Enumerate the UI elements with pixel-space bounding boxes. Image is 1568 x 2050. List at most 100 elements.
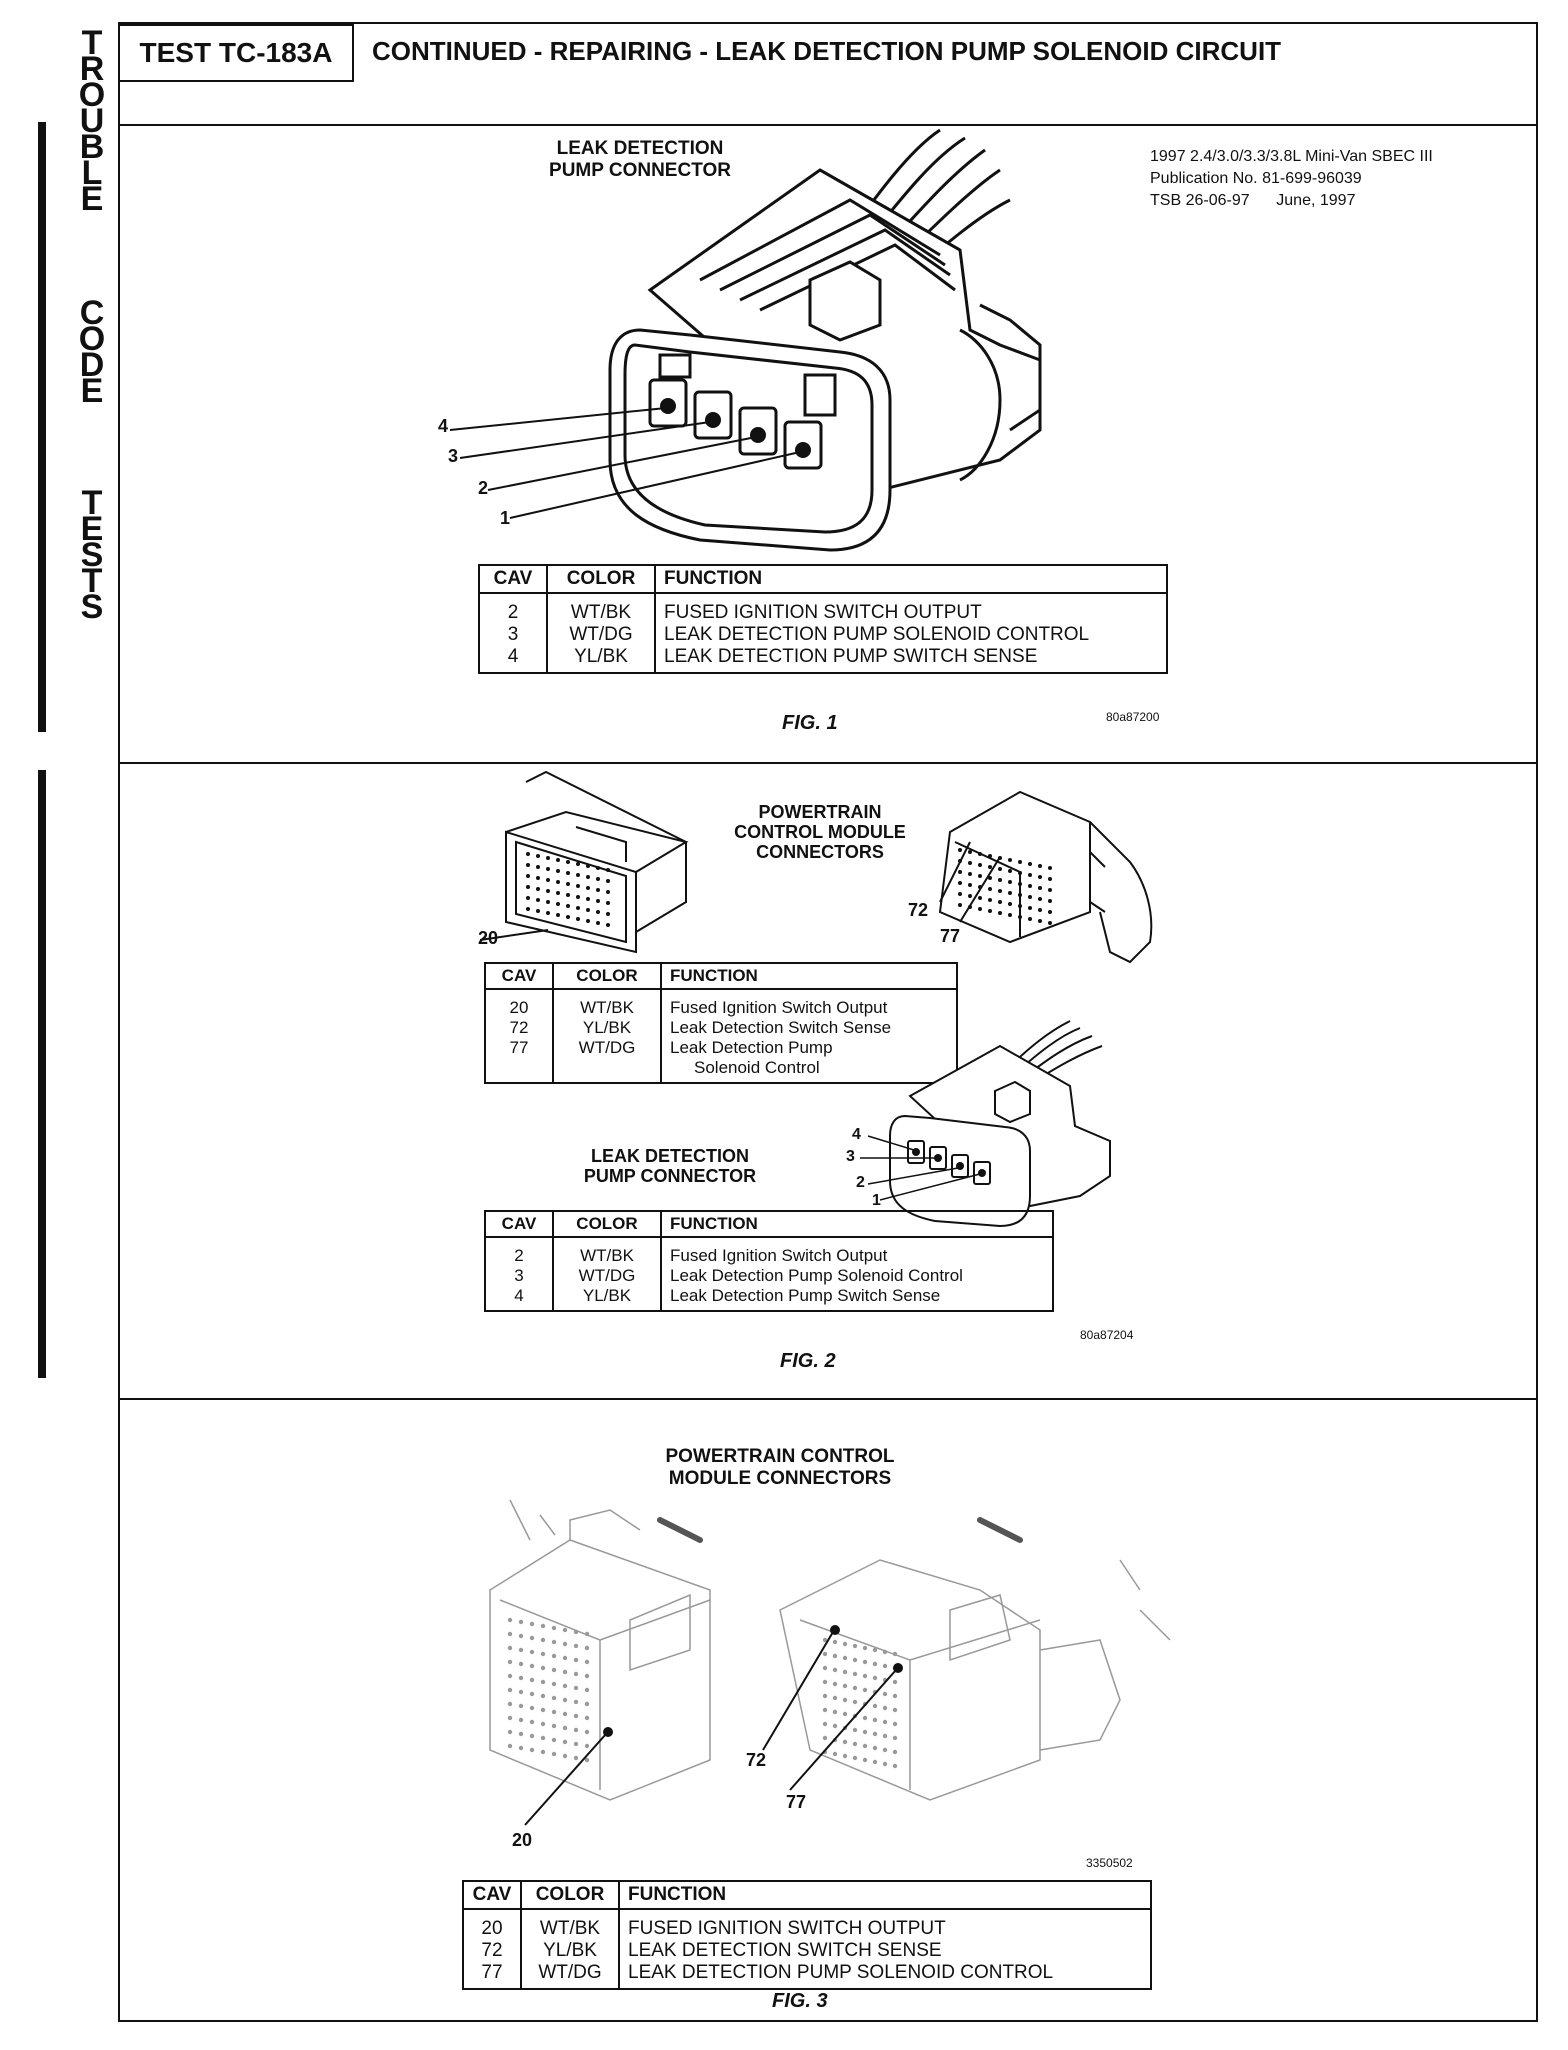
cavity-dot: [596, 899, 600, 903]
cavity-dot: [852, 1755, 858, 1761]
color-cell: WT/DG: [552, 1038, 662, 1058]
color-cell: YL/BK: [546, 646, 656, 673]
fig2-label: FIG. 2: [780, 1350, 836, 1372]
cavity-dot: [562, 1711, 568, 1717]
cavity-dot: [862, 1645, 868, 1651]
function-cell: Leak Detection Pump: [660, 1038, 958, 1058]
cavity-dot: [882, 1747, 888, 1753]
side-bar-bottom: [38, 770, 46, 1378]
cavity-dot: [586, 864, 590, 868]
cavity-dot: [1038, 919, 1042, 923]
cavity-dot: [518, 1647, 524, 1653]
pcm-connectors-drawing: [489, 1499, 1171, 1826]
cavity-dot: [596, 888, 600, 892]
table-header: CAV: [484, 962, 554, 990]
cavity-dot: [546, 911, 550, 915]
side-title-letter: O: [78, 320, 106, 358]
fig3-pin-label: 72: [746, 1750, 767, 1770]
table-header: COLOR: [552, 1210, 662, 1238]
cavity-dot: [872, 1759, 878, 1765]
cavity-dot: [529, 1663, 535, 1669]
cavity-dot: [576, 862, 580, 866]
cavity-dot: [988, 887, 992, 891]
table-row: 3 WT/DG Leak Detection Pump Solenoid Con…: [484, 1266, 1054, 1286]
cavity-dot: [556, 858, 560, 862]
cavity-dot: [892, 1735, 898, 1741]
cavity-dot: [988, 865, 992, 869]
cavity-dot: [862, 1757, 868, 1763]
cavity-dot: [882, 1705, 888, 1711]
cav-cell: 3: [478, 624, 548, 646]
fig3-pin-label: 77: [786, 1792, 807, 1812]
table-row: 77 WT/DG LEAK DETECTION PUMP SOLENOID CO…: [462, 1962, 1152, 1989]
cavity-dot: [562, 1739, 568, 1745]
cavity-dot: [606, 879, 610, 883]
cavity-dot: [822, 1693, 828, 1699]
page-title: CONTINUED - REPAIRING - LEAK DETECTION P…: [372, 36, 1282, 66]
cav-cell: 20: [462, 1909, 522, 1940]
table-row: 4 YL/BK LEAK DETECTION PUMP SWITCH SENSE: [478, 646, 1168, 673]
cavity-dot: [988, 898, 992, 902]
cavity-dot: [842, 1683, 848, 1689]
table-header: FUNCTION: [618, 1880, 1152, 1910]
table-row: 20 WT/BK Fused Ignition Switch Output: [484, 989, 958, 1018]
side-title-letter: E: [80, 510, 104, 548]
cavity-dot: [526, 874, 530, 878]
fig2-ldp-caption-line: PUMP CONNECTOR: [583, 1166, 757, 1186]
cavity-dot: [1018, 860, 1022, 864]
fig1-table: CAV COLOR FUNCTION 2 WT/BK FUSED IGNITIO…: [478, 564, 1168, 674]
function-cell: Fused Ignition Switch Output: [660, 989, 958, 1018]
cavity-dot: [584, 1673, 590, 1679]
cavity-dot: [584, 1701, 590, 1707]
cavity-dot: [852, 1643, 858, 1649]
cavity-dot: [842, 1641, 848, 1647]
cavity-dot: [540, 1623, 546, 1629]
cavity-dot: [1038, 875, 1042, 879]
color-cell: YL/BK: [552, 1018, 662, 1038]
cavity-dot: [892, 1707, 898, 1713]
cavity-dot: [892, 1763, 898, 1769]
cavity-dot: [1008, 869, 1012, 873]
cavity-dot: [988, 909, 992, 913]
cavity-dot: [1018, 915, 1022, 919]
cavity-dot: [1008, 858, 1012, 862]
cavity-dot: [507, 1701, 513, 1707]
cavity-dot: [556, 913, 560, 917]
table-row: 72 YL/BK LEAK DETECTION SWITCH SENSE: [462, 1940, 1152, 1962]
cavity-dot: [576, 884, 580, 888]
cavity-dot: [998, 900, 1002, 904]
cavity-dot: [507, 1729, 513, 1735]
function-cell: Leak Detection Switch Sense: [660, 1018, 958, 1038]
cavity-dot: [507, 1715, 513, 1721]
cavity-dot: [968, 883, 972, 887]
cavity-dot: [596, 877, 600, 881]
cavity-dot: [1008, 902, 1012, 906]
cavity-dot: [562, 1683, 568, 1689]
cavity-dot: [576, 895, 580, 899]
cavity-dot: [536, 865, 540, 869]
cav-cell: 72: [484, 1018, 554, 1038]
cavity-dot: [518, 1745, 524, 1751]
fig1-pin-label: 3: [448, 446, 459, 466]
cavity-dot: [822, 1707, 828, 1713]
fig3-pin-label: 20: [512, 1830, 533, 1850]
fig1-pin-label: 1: [500, 508, 511, 528]
table-row: 3 WT/DG LEAK DETECTION PUMP SOLENOID CON…: [478, 624, 1168, 646]
cavity-dot: [892, 1679, 898, 1685]
fig2-pcm-pin-label: 77: [940, 926, 961, 946]
cavity-dot: [958, 881, 962, 885]
cavity-dot: [1028, 884, 1032, 888]
cavity-dot: [822, 1735, 828, 1741]
fig2-ldp-caption: LEAK DETECTION PUMP CONNECTOR: [550, 1146, 790, 1186]
side-title-letter: D: [79, 346, 105, 384]
cavity-dot: [862, 1729, 868, 1735]
cavity-dot: [998, 911, 1002, 915]
cavity-dot: [968, 894, 972, 898]
cavity-dot: [573, 1713, 579, 1719]
fig1-caption-line: LEAK DETECTION: [556, 138, 724, 159]
cavity-dot: [1028, 895, 1032, 899]
cavity-dot: [566, 882, 570, 886]
cav-cell: 4: [478, 646, 548, 673]
cavity-dot: [540, 1735, 546, 1741]
